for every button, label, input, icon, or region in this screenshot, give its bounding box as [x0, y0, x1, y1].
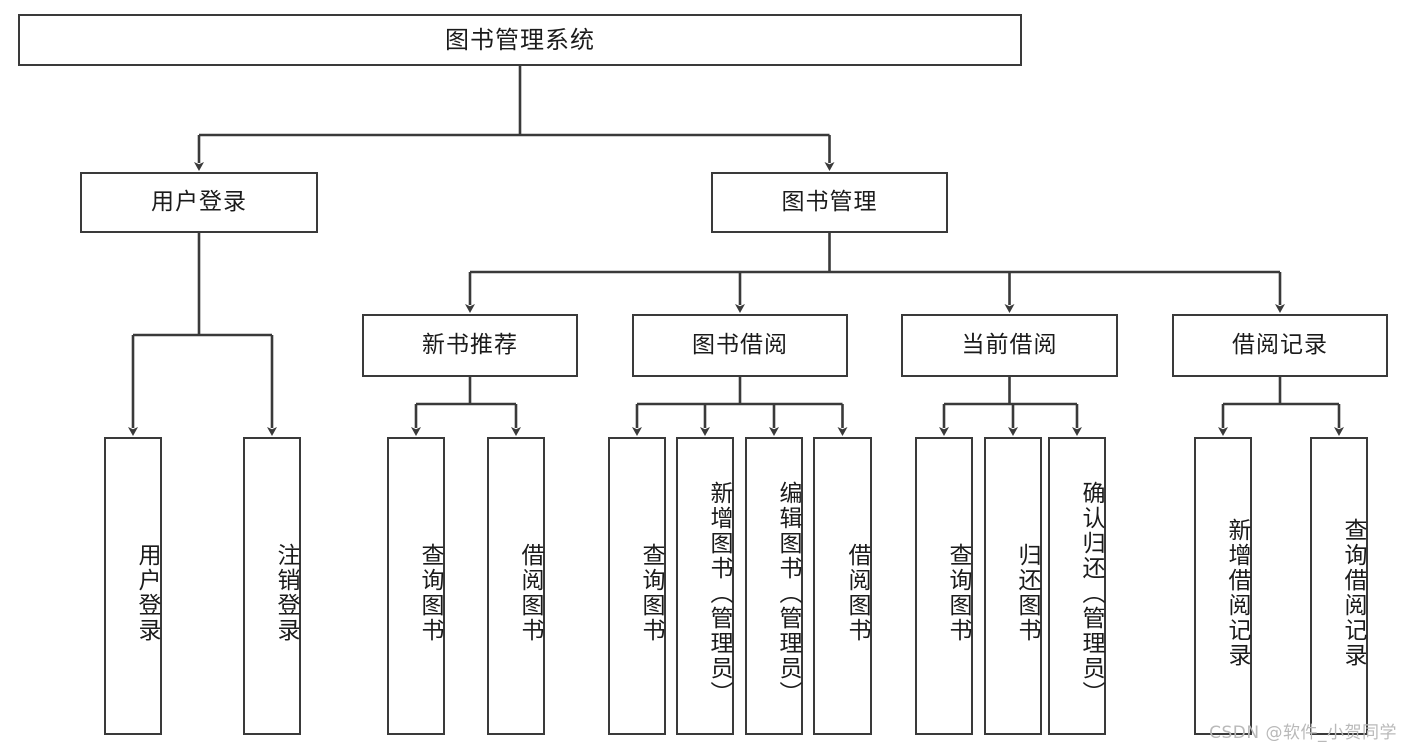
leaf-newbook-borrow-book[interactable]: 借阅图书 [487, 437, 545, 735]
node-label: 新增图书（管理员） [706, 480, 732, 706]
node-label: 当前借阅 [961, 331, 1058, 358]
leaf-current-return-book[interactable]: 归还图书 [984, 437, 1042, 735]
node-label: 归还图书 [1014, 543, 1040, 643]
leaf-record-add-record[interactable]: 新增借阅记录 [1194, 437, 1252, 735]
leaf-current-query-book[interactable]: 查询图书 [915, 437, 973, 735]
node-label: 图书管理系统 [445, 25, 595, 54]
node-label: 借阅图书 [517, 543, 543, 643]
node-root[interactable]: 图书管理系统 [18, 14, 1022, 66]
node-label: 新增借阅记录 [1224, 518, 1250, 668]
leaf-borrow-query-book[interactable]: 查询图书 [608, 437, 666, 735]
node-new-book-recommend[interactable]: 新书推荐 [362, 314, 578, 377]
node-label: 图书借阅 [692, 331, 788, 358]
node-book-manage[interactable]: 图书管理 [711, 172, 948, 233]
node-label: 借阅记录 [1232, 331, 1328, 358]
node-label: 查询借阅记录 [1340, 518, 1366, 668]
node-book-borrow[interactable]: 图书借阅 [632, 314, 848, 377]
leaf-current-confirm-return-admin[interactable]: 确认归还（管理员） [1048, 437, 1106, 735]
node-label: 编辑图书（管理员） [775, 480, 801, 706]
leaf-borrow-borrow-book[interactable]: 借阅图书 [813, 437, 872, 735]
node-label: 图书管理 [781, 188, 878, 215]
node-label: 借阅图书 [844, 543, 870, 643]
node-label: 注销登录 [273, 543, 299, 643]
leaf-newbook-query-book[interactable]: 查询图书 [387, 437, 445, 735]
node-label: 查询图书 [945, 543, 971, 643]
node-label: 确认归还（管理员） [1078, 480, 1104, 706]
node-current-borrow[interactable]: 当前借阅 [901, 314, 1118, 377]
leaf-user-logout[interactable]: 注销登录 [243, 437, 301, 735]
leaf-borrow-edit-book-admin[interactable]: 编辑图书（管理员） [745, 437, 803, 735]
watermark: CSDN @软件_小贺同学 [1209, 723, 1397, 743]
node-label: 查询图书 [417, 543, 443, 643]
leaf-user-login[interactable]: 用户登录 [104, 437, 162, 735]
node-user-login[interactable]: 用户登录 [80, 172, 318, 233]
node-label: 查询图书 [638, 543, 664, 643]
node-label: 新书推荐 [422, 331, 518, 358]
node-label: 用户登录 [151, 188, 247, 215]
node-label: 用户登录 [134, 543, 160, 643]
leaf-record-query-record[interactable]: 查询借阅记录 [1310, 437, 1368, 735]
leaf-borrow-add-book-admin[interactable]: 新增图书（管理员） [676, 437, 734, 735]
node-borrow-record[interactable]: 借阅记录 [1172, 314, 1388, 377]
